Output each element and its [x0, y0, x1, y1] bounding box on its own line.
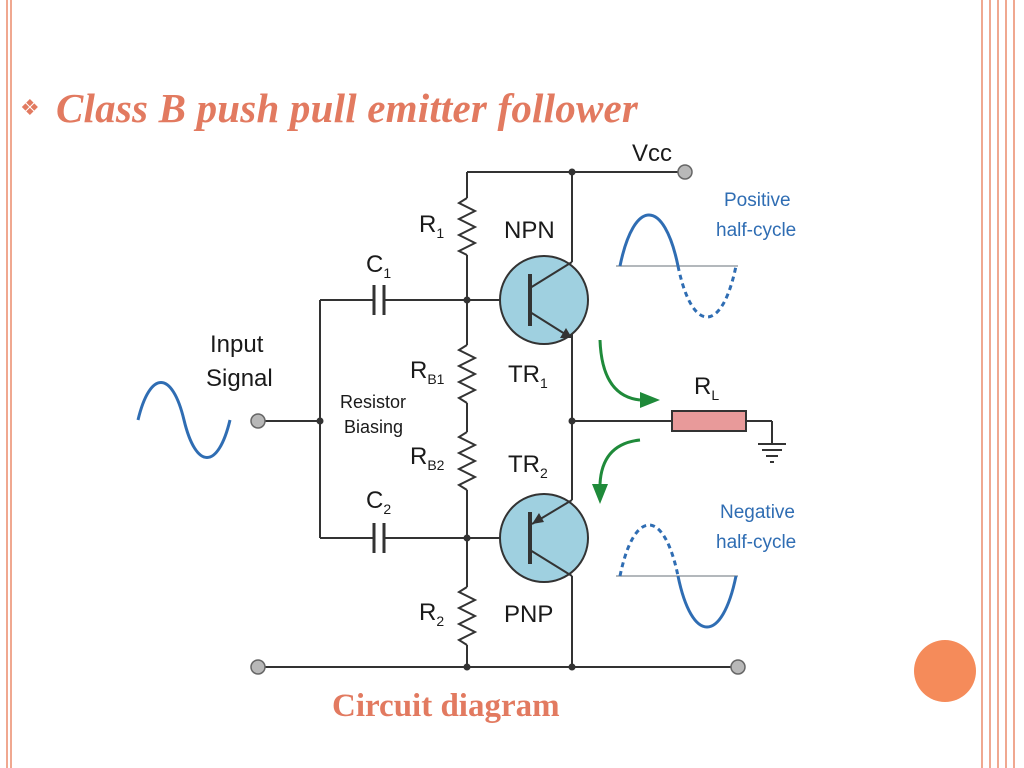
r1-label: R1	[419, 211, 444, 241]
junction-dots	[316, 168, 576, 671]
capacitor-c2	[372, 523, 386, 553]
resistor-rb1	[456, 344, 478, 404]
input-sine-wave	[136, 381, 232, 459]
resistor-r2	[456, 586, 478, 646]
resistor-rb2	[456, 431, 478, 491]
negative-label-line2: half-cycle	[716, 532, 796, 553]
load-resistor	[671, 410, 747, 432]
r2-label: R2	[419, 599, 444, 629]
resistor-biasing-line2: Biasing	[344, 417, 403, 437]
input-signal-line2: Signal	[206, 365, 273, 392]
vcc-label: Vcc	[632, 140, 672, 167]
npn-transistor	[499, 255, 589, 345]
arrow-head-positive-icon	[640, 392, 660, 408]
input-signal-line1: Input	[210, 331, 264, 358]
figure-caption: Circuit diagram	[332, 688, 560, 724]
ground-terminal-left	[250, 659, 266, 675]
resistor-r1	[456, 197, 478, 256]
c1-label: C1	[366, 251, 391, 281]
slide-right-border	[981, 0, 1015, 768]
input-terminal	[250, 413, 266, 429]
tr2-label: TR2	[508, 451, 548, 481]
resistor-biasing-line1: Resistor	[340, 392, 406, 412]
slide-title: Class B push pull emitter follower	[56, 85, 639, 131]
positive-half-cycle-wave	[616, 213, 738, 319]
negative-half-cycle-wave	[616, 523, 738, 629]
slide-left-border	[6, 0, 12, 768]
current-arrow-negative	[598, 438, 641, 485]
arrow-head-negative-icon	[592, 484, 608, 504]
ground-terminal-right	[730, 659, 746, 675]
rb1-label: RB1	[410, 357, 445, 387]
pnp-label: PNP	[504, 601, 553, 628]
negative-label-line1: Negative	[720, 502, 795, 523]
rl-label: RL	[694, 373, 719, 403]
rb2-label: RB2	[410, 443, 445, 473]
diamond-bullet-icon: ❖	[20, 95, 40, 121]
vcc-terminal	[677, 164, 693, 180]
tr1-label: TR1	[508, 361, 548, 391]
positive-label-line1: Positive	[724, 190, 791, 211]
c2-label: C2	[366, 487, 391, 517]
positive-label-line2: half-cycle	[716, 220, 796, 241]
current-arrow-positive	[598, 339, 641, 402]
decorative-orange-circle	[914, 640, 976, 702]
capacitor-c1	[372, 285, 386, 315]
title-row: ❖ Class B push pull emitter follower	[20, 78, 638, 138]
pnp-transistor	[499, 493, 589, 583]
npn-label: NPN	[504, 217, 555, 244]
ground-icon	[758, 443, 786, 463]
